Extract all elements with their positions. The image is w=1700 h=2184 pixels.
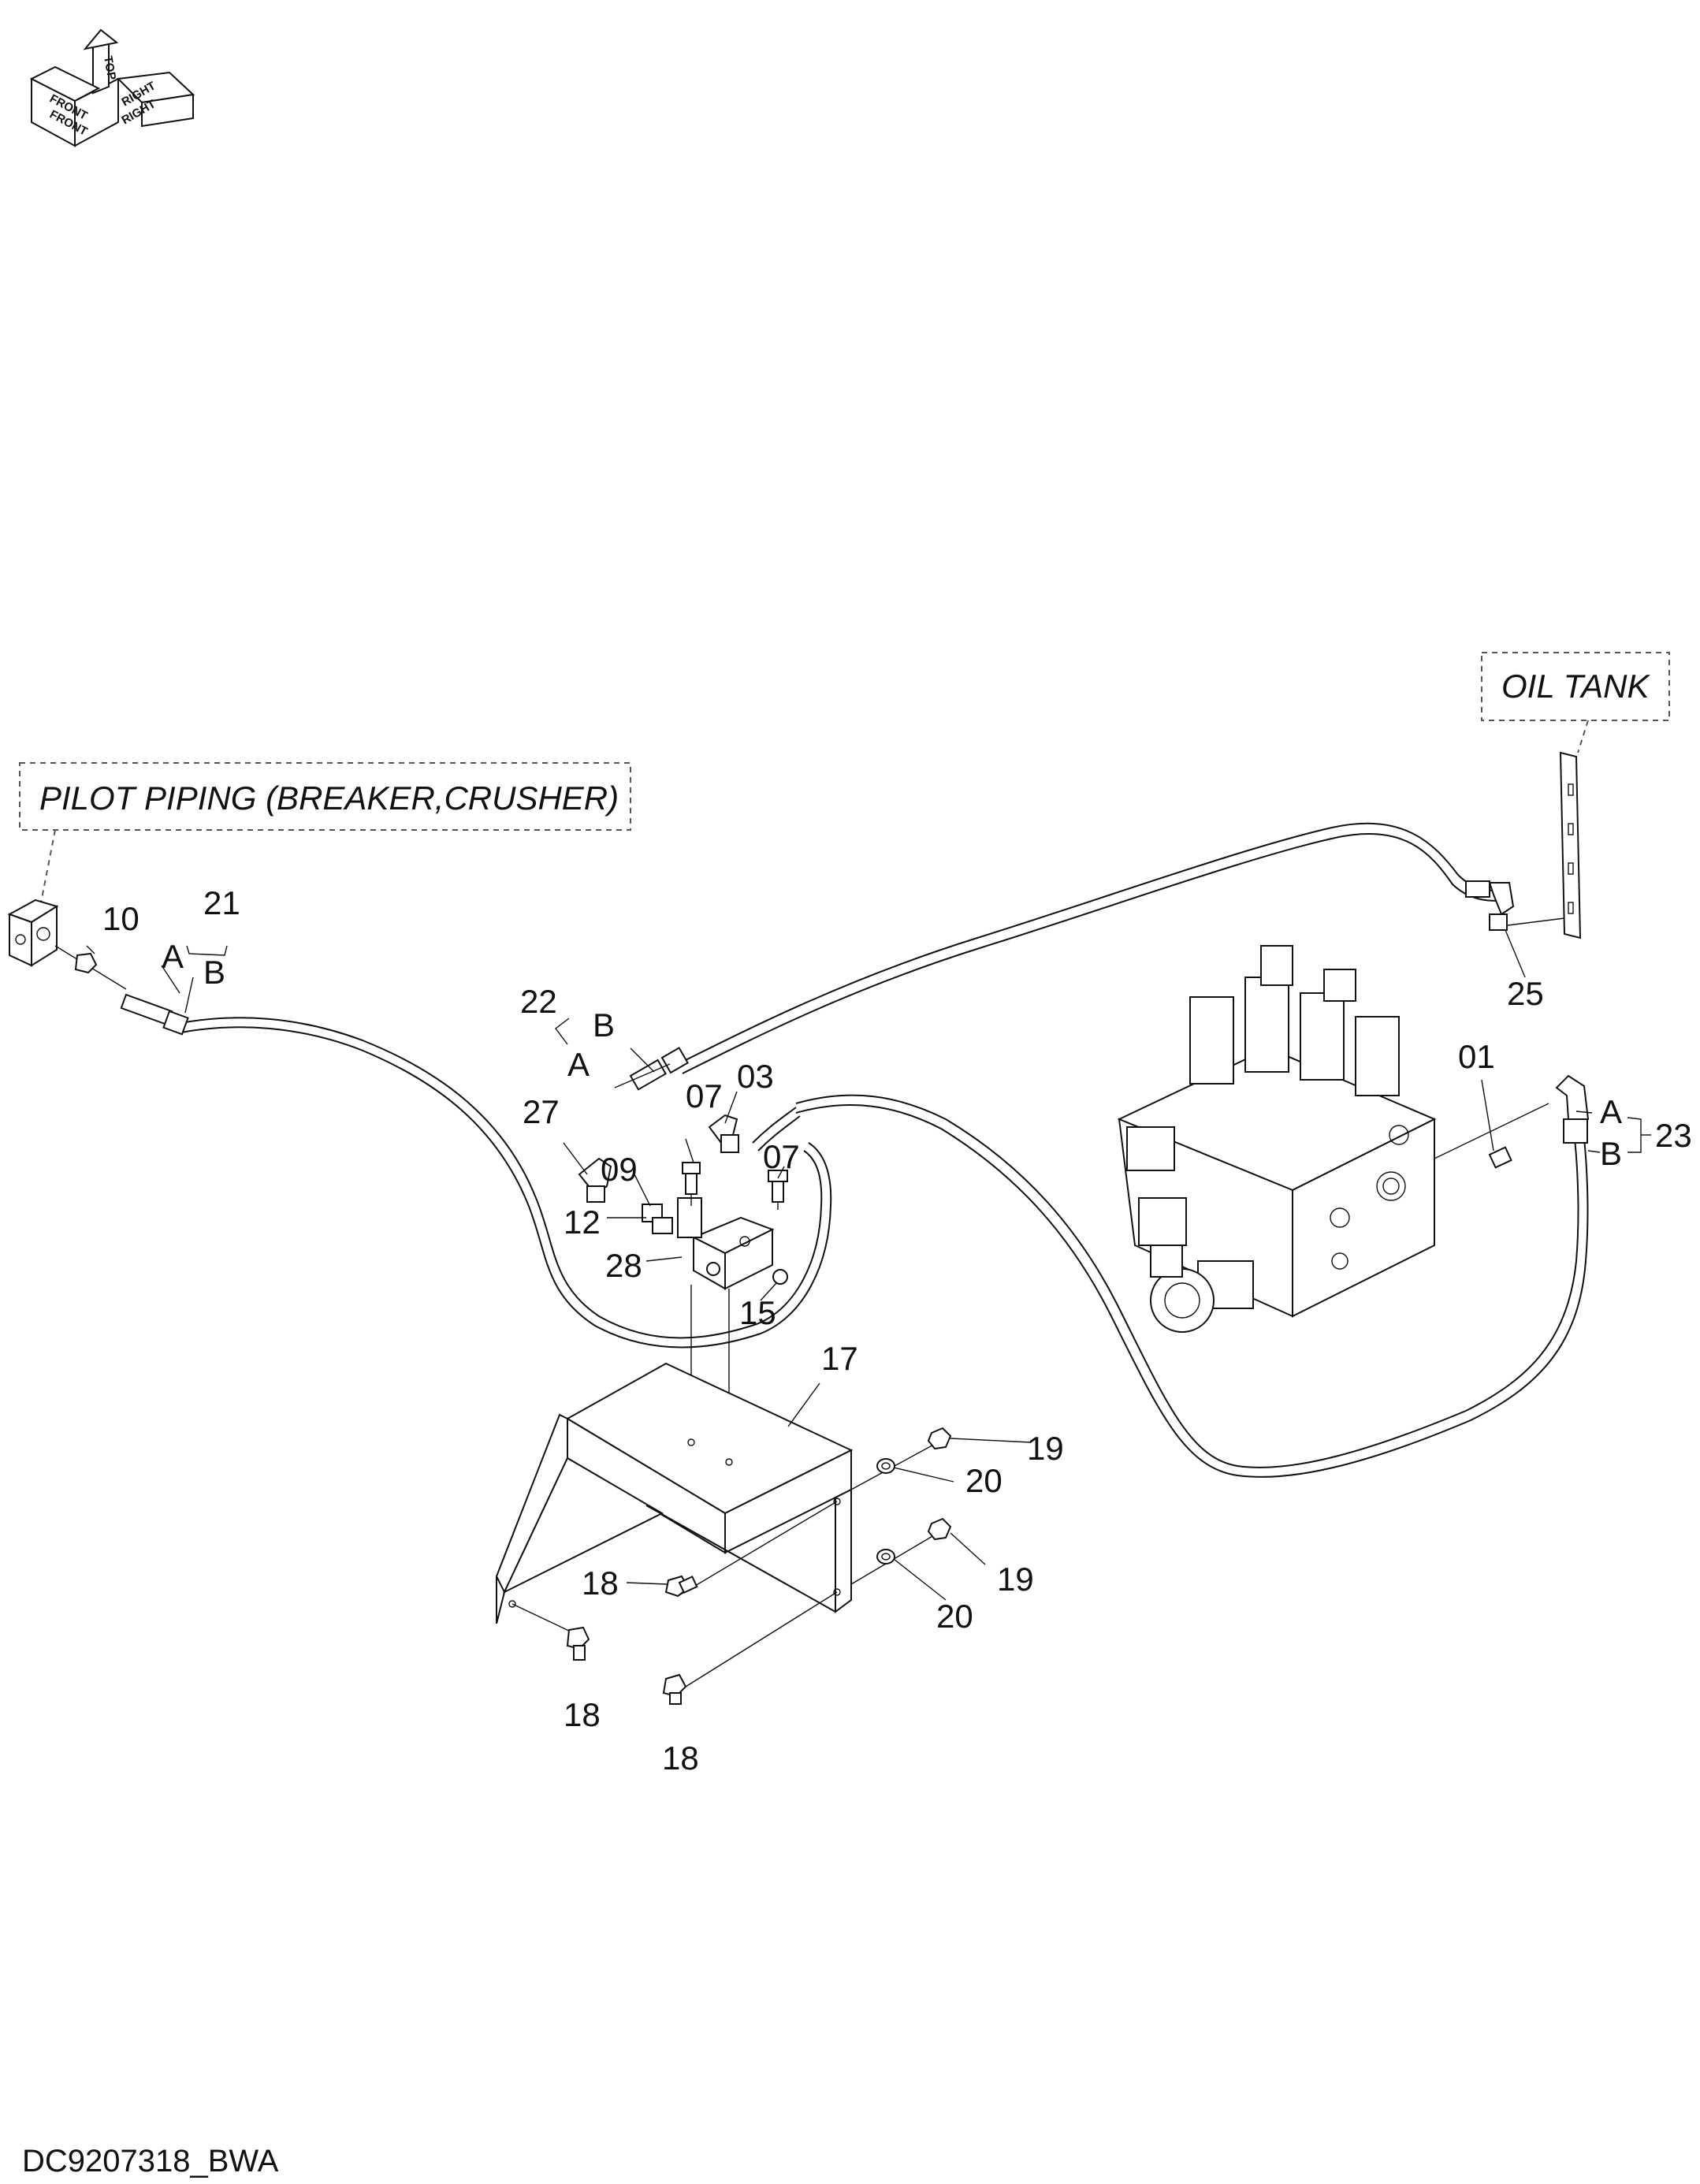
callout-15: 15 (739, 1294, 776, 1331)
callout-19-lower: 19 (997, 1561, 1034, 1598)
oil-tank-plate (1559, 751, 1582, 939)
callouts: 10 21 A B 22 B A 27 07 03 07 09 12 28 15… (102, 884, 1692, 1777)
callout-27: 27 (523, 1093, 560, 1130)
callout-09: 09 (601, 1151, 638, 1188)
orientation-compass-icon: FRONT FRONT TOP RIGHT RIGHT (29, 28, 195, 147)
fitting-25 (1489, 913, 1565, 931)
oil-tank-label: OIL TANK (1501, 668, 1650, 705)
callout-20-upper: 20 (965, 1462, 1003, 1499)
hose-22 (629, 822, 1515, 1091)
callout-10: 10 (102, 900, 139, 937)
callout-28: 28 (605, 1247, 642, 1284)
fitting-01 (1434, 1103, 1549, 1169)
control-valve (1117, 945, 1437, 1333)
pilot-piping-reference: PILOT PIPING (BREAKER,CRUSHER) (19, 762, 631, 903)
hose-22-end-b: B (593, 1006, 615, 1044)
callout-19-upper: 19 (1027, 1430, 1064, 1467)
callout-18-left: 18 (564, 1696, 601, 1733)
hose-21 (120, 993, 832, 1349)
callout-18-upper: 18 (582, 1565, 619, 1602)
bracket-plate (495, 1362, 854, 1624)
callout-25: 25 (1507, 975, 1544, 1012)
callout-17: 17 (821, 1340, 858, 1377)
hardware (511, 1427, 952, 1705)
hose-22-end-a: A (567, 1046, 590, 1083)
hose-23-end-a: A (1600, 1093, 1622, 1130)
pilot-piping-label: PILOT PIPING (BREAKER,CRUSHER) (39, 779, 619, 817)
pilot-block (7, 899, 59, 967)
callout-01: 01 (1458, 1038, 1495, 1075)
hose-block-link (752, 1107, 801, 1152)
callout-22: 22 (520, 983, 557, 1020)
callout-21: 21 (203, 884, 240, 921)
callout-07-upper: 07 (686, 1077, 723, 1114)
drawing-code: DC9207318_BWA (22, 2144, 279, 2178)
oil-tank-reference: OIL TANK (1481, 652, 1670, 753)
leader-lines (86, 929, 1651, 1601)
hose-21-end-b: B (203, 954, 225, 991)
compass-top-label: TOP (101, 55, 118, 81)
hose-21-end-a: A (162, 938, 184, 975)
callout-18-right: 18 (662, 1739, 699, 1777)
callout-03: 03 (737, 1058, 774, 1095)
callout-23: 23 (1655, 1117, 1692, 1154)
callout-12: 12 (564, 1204, 601, 1241)
hose-23-end-b: B (1600, 1135, 1622, 1172)
callout-07-lower: 07 (763, 1138, 800, 1175)
fitting-10 (54, 945, 127, 990)
callout-20-lower: 20 (936, 1598, 973, 1635)
hose-23 (795, 1074, 1590, 1478)
